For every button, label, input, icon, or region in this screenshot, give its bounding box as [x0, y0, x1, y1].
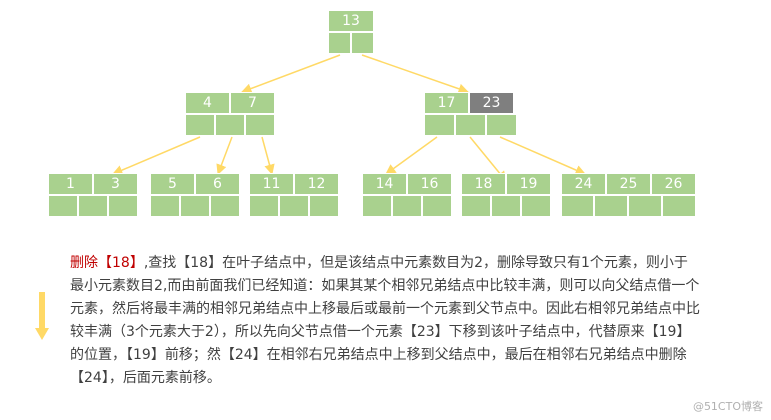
leaf2-ptr [150, 195, 180, 217]
leaf6-key-1: 24 [561, 173, 606, 195]
leaf6-key-2: 25 [606, 173, 651, 195]
down-arrow-icon [35, 292, 49, 340]
edge-left-leaf3 [261, 136, 275, 176]
node-right: 17 23 [424, 92, 517, 136]
right-ptr-1 [424, 114, 455, 136]
left-ptr-3 [245, 114, 275, 136]
leaf6-ptr [594, 195, 628, 217]
leaf-3: 11 12 [249, 173, 339, 217]
edge-root-right [361, 54, 469, 94]
leaf4-key-1: 14 [362, 173, 407, 195]
description-paragraph: 删除【18】,查找【18】在叶子结点中，但是该结点中元素数目为2，删除导致只有1… [70, 252, 700, 390]
leaf3-key-2: 12 [294, 173, 339, 195]
left-ptr-1 [185, 114, 215, 136]
edge-left-leaf2 [216, 136, 233, 175]
description-lead: 删除【18】 [70, 255, 144, 271]
leaf2-ptr [180, 195, 210, 217]
root-ptr-2 [351, 32, 374, 54]
edge-right-leaf4 [385, 136, 438, 175]
right-ptr-3 [486, 114, 517, 136]
leaf5-ptr [521, 195, 551, 217]
watermark: @51CTO博客 [692, 400, 763, 413]
leaf1-ptr [108, 195, 138, 217]
leaf2-ptr [210, 195, 240, 217]
leaf5-ptr [461, 195, 491, 217]
leaf2-key-2: 6 [195, 173, 240, 195]
leaf-1: 1 3 [48, 173, 138, 217]
leaf-2: 5 6 [150, 173, 240, 217]
right-ptr-2 [455, 114, 486, 136]
leaf4-ptr [362, 195, 392, 217]
leaf4-key-2: 16 [407, 173, 452, 195]
edge-root-left [241, 54, 341, 94]
edge-right-leaf6 [499, 136, 586, 176]
edge-left-leaf1 [112, 136, 201, 176]
leaf2-key-1: 5 [150, 173, 195, 195]
leaf6-ptr [628, 195, 662, 217]
node-left: 4 7 [185, 92, 275, 136]
leaf-6: 24 25 26 [561, 173, 696, 217]
right-key-2: 23 [469, 92, 514, 114]
leaf1-key-2: 3 [93, 173, 138, 195]
leaf-5: 18 19 [461, 173, 551, 217]
leaf3-key-1: 11 [249, 173, 294, 195]
leaf6-ptr [662, 195, 696, 217]
leaf3-ptr [249, 195, 279, 217]
leaf1-ptr [48, 195, 78, 217]
leaf5-ptr [491, 195, 521, 217]
leaf4-ptr [422, 195, 452, 217]
root-key-1: 13 [328, 10, 374, 32]
leaf-4: 14 16 [362, 173, 452, 217]
btree-diagram: 13 4 7 17 23 1 3 [48, 10, 696, 217]
leaf5-key-2: 19 [506, 173, 551, 195]
tree-edges [112, 54, 586, 182]
node-root: 13 [328, 10, 374, 54]
leaf3-ptr [309, 195, 339, 217]
left-key-1: 4 [185, 92, 230, 114]
leaf1-ptr [78, 195, 108, 217]
leaf3-ptr [279, 195, 309, 217]
leaf1-key-1: 1 [48, 173, 93, 195]
leaf6-ptr [561, 195, 594, 217]
leaf5-key-1: 18 [461, 173, 506, 195]
leaf6-key-3: 26 [651, 173, 696, 195]
right-key-1: 17 [424, 92, 469, 114]
left-key-2: 7 [230, 92, 275, 114]
description-body: ,查找【18】在叶子结点中，但是该结点中元素数目为2，删除导致只有1个元素，则小… [70, 255, 700, 386]
leaf4-ptr [392, 195, 422, 217]
root-ptr-1 [328, 32, 351, 54]
left-ptr-2 [215, 114, 245, 136]
